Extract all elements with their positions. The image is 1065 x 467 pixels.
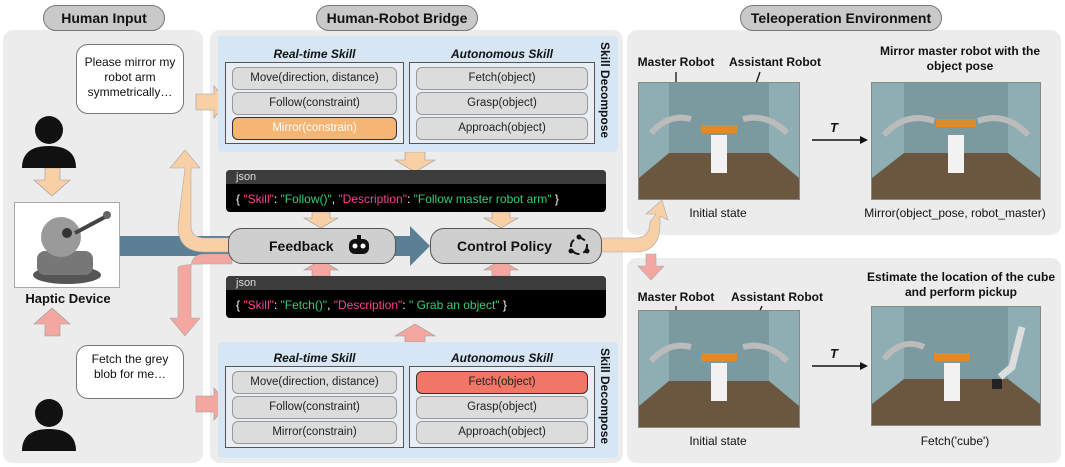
result-title-top: Mirror master robot with the object pose — [879, 44, 1040, 73]
haptic-device-icon — [33, 211, 111, 284]
autonomous-skill-column-top: Autonomous Skill Fetch(object) Grasp(obj… — [409, 47, 595, 144]
speech-bubble-top: Please mirror my robot arm symmetrically… — [76, 44, 184, 114]
haptic-device-image — [14, 202, 120, 288]
realtime-skill-title-top: Real-time Skill — [273, 47, 356, 61]
skill-move-top: Move(direction, distance) — [232, 67, 397, 90]
initial-state-caption-top: Initial state — [689, 206, 747, 220]
peach-arrow-json-control — [482, 211, 520, 229]
peach-arrow-json-feedback — [302, 211, 340, 229]
t-label-bottom: T — [830, 346, 838, 361]
skill-fetch-top: Fetch(object) — [416, 67, 588, 90]
pink-curve-left — [169, 253, 233, 337]
robot-face-icon — [349, 235, 369, 254]
scene-initial-bottom — [638, 310, 800, 428]
header-bridge: Human-Robot Bridge — [316, 5, 478, 31]
json-val-desc-bottom: " Grab an object" — [408, 298, 500, 312]
master-robot-label-top: Master Robot — [637, 55, 715, 69]
feedback-pill: Feedback — [228, 228, 396, 264]
autonomous-skill-title-bottom: Autonomous Skill — [451, 351, 553, 365]
json-key-skill-top: "Skill" — [243, 192, 274, 206]
pink-arrow-json-control — [482, 259, 520, 277]
json-val-desc-top: "Follow master robot arm" — [413, 192, 552, 206]
pink-arrow-up-person — [33, 307, 71, 337]
assistant-robot-label-bottom: Assistant Robot — [730, 290, 823, 304]
t-arrow-top-head — [860, 136, 868, 144]
assistant-robot-label-top: Assistant Robot — [728, 55, 821, 69]
skill-mirror-top: Mirror(constrain) — [232, 117, 397, 140]
speech-bubble-bottom: Fetch the grey blob for me… — [76, 345, 184, 399]
feedback-label: Feedback — [269, 238, 334, 254]
json-key-skill-bottom: "Skill" — [243, 298, 274, 312]
json-code-top: { "Skill": "Follow()", "Description": "F… — [236, 192, 559, 206]
peach-curve-left — [169, 149, 233, 253]
peach-arrow-skills-json — [393, 151, 437, 173]
realtime-skill-column-bottom: Real-time Skill Move(direction, distance… — [225, 351, 404, 448]
person-icon-top — [22, 116, 76, 168]
haptic-device-label: Haptic Device — [25, 291, 111, 306]
t-arrow-bottom-head — [860, 362, 868, 370]
master-robot-label-bottom: Master Robot — [637, 290, 715, 304]
skill-decompose-label-bottom: Skill Decompose — [598, 348, 612, 445]
skill-approach-top: Approach(object) — [416, 117, 588, 140]
json-key-desc-bottom: "Description" — [333, 298, 403, 312]
json-block-bottom: json { "Skill": "Fetch()", "Description"… — [226, 276, 606, 318]
json-key-desc-top: "Description" — [338, 192, 407, 206]
realtime-skill-column-top: Real-time Skill Move(direction, distance… — [225, 47, 404, 144]
initial-state-caption-bottom: Initial state — [689, 434, 747, 448]
control-policy-label: Control Policy — [457, 238, 552, 254]
header-teleop: Teleoperation Environment — [740, 5, 942, 31]
scene-initial-top — [638, 82, 800, 200]
json-val-skill-bottom: "Fetch()" — [280, 298, 328, 312]
pink-arrow-skills-json — [393, 323, 437, 343]
person-icon-bottom — [22, 399, 76, 451]
skill-grasp-top: Grasp(object) — [416, 92, 588, 115]
peach-arrow-person — [33, 167, 71, 197]
skill-move-bottom: Move(direction, distance) — [232, 371, 397, 394]
header-human-input: Human Input — [43, 5, 165, 31]
skill-fetch-bottom: Fetch(object) — [416, 371, 588, 394]
control-policy-pill: Control Policy — [430, 228, 602, 264]
autonomous-skill-column-bottom: Autonomous Skill Fetch(object) Grasp(obj… — [409, 351, 595, 448]
json-tab-top: json — [226, 170, 606, 184]
realtime-skill-title-bottom: Real-time Skill — [273, 351, 356, 365]
result-caption-top: Mirror(object_pose, robot_master) — [864, 206, 1046, 220]
t-label-top: T — [830, 120, 838, 135]
json-tab-bottom: json — [226, 276, 606, 290]
peach-curve-right — [599, 199, 669, 253]
skill-mirror-bottom: Mirror(constrain) — [232, 421, 397, 444]
skill-follow-top: Follow(constraint) — [232, 92, 397, 115]
pink-arrow-json-feedback — [302, 259, 340, 277]
pink-arrow-down-right — [637, 253, 665, 281]
json-code-bottom: { "Skill": "Fetch()", "Description": " G… — [236, 298, 507, 312]
result-title-bottom: Estimate the location of the cube and pe… — [866, 270, 1056, 299]
autonomous-skill-title-top: Autonomous Skill — [451, 47, 553, 61]
scene-result-top — [871, 82, 1041, 200]
skill-grasp-bottom: Grasp(object) — [416, 396, 588, 419]
skill-approach-bottom: Approach(object) — [416, 421, 588, 444]
cycle-icon — [568, 234, 590, 255]
json-val-skill-top: "Follow()" — [280, 192, 332, 206]
skill-follow-bottom: Follow(constraint) — [232, 396, 397, 419]
result-caption-bottom: Fetch('cube') — [920, 434, 990, 448]
scene-result-bottom — [871, 306, 1041, 426]
skill-decompose-label-top: Skill Decompose — [598, 42, 612, 139]
json-block-top: json { "Skill": "Follow()", "Description… — [226, 170, 606, 212]
